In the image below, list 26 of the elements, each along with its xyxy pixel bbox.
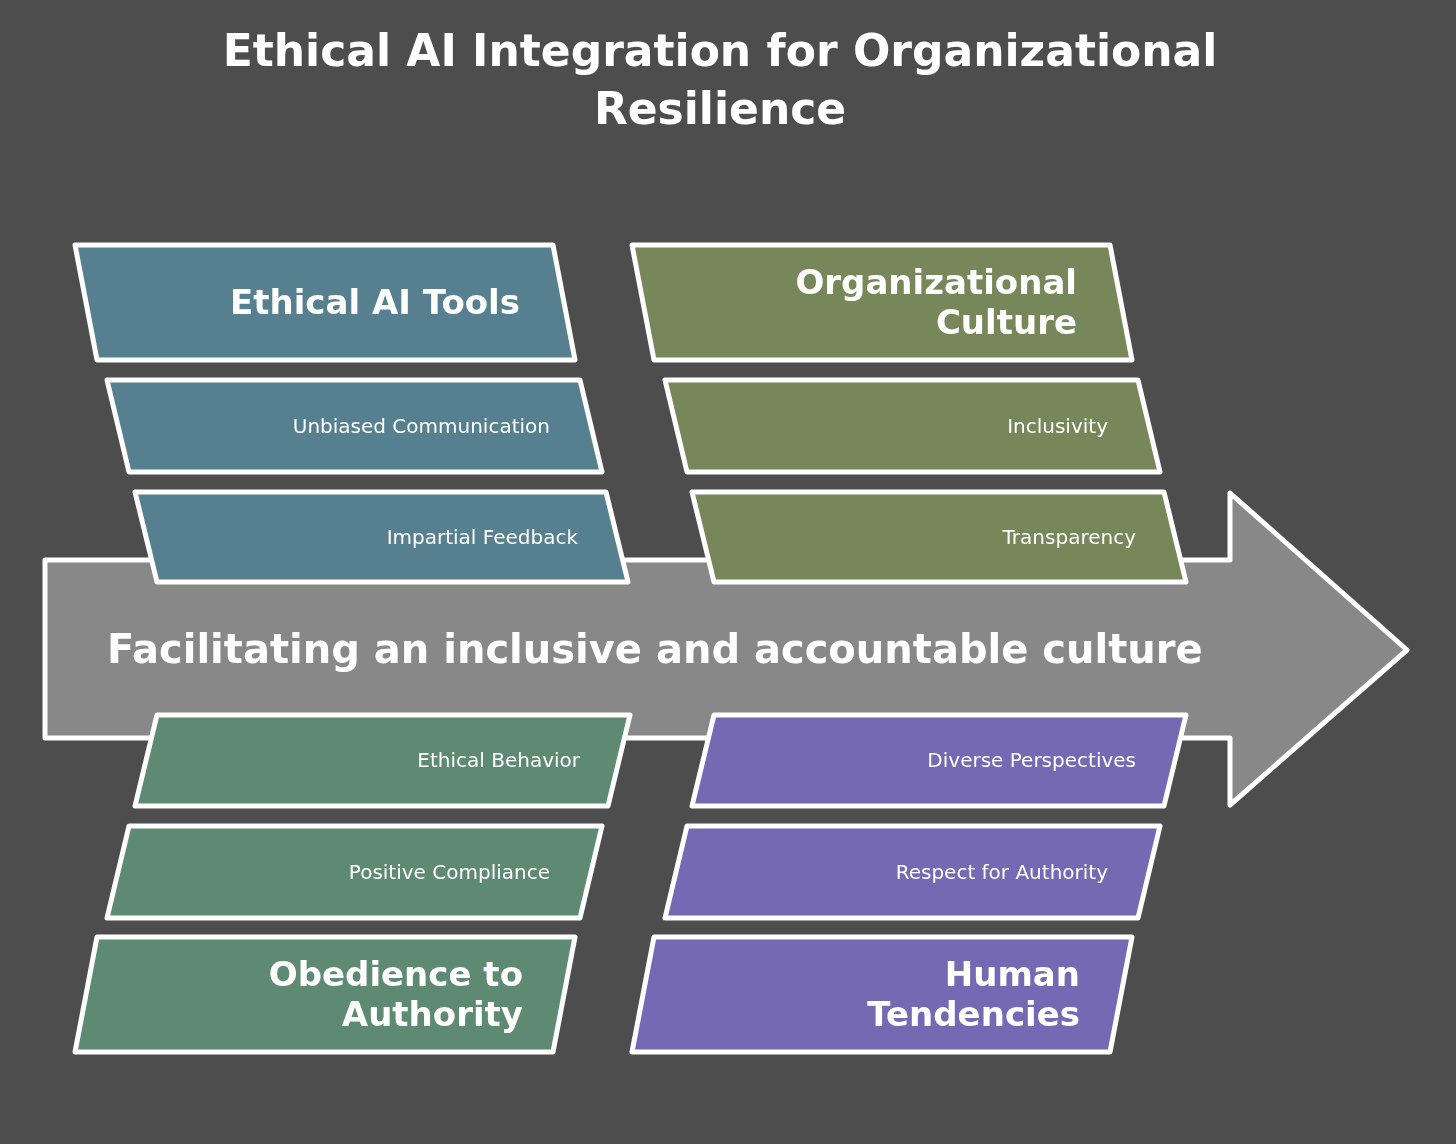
box-label: Human Tendencies — [866, 955, 1080, 1034]
parallelogram-box — [107, 826, 602, 918]
box-label: Impartial Feedback — [386, 525, 578, 549]
box-label: Organizational Culture — [794, 263, 1077, 342]
box-label: Transparency — [1002, 525, 1136, 549]
parallelogram-box — [692, 492, 1186, 582]
parallelogram-box — [632, 245, 1132, 360]
parallelogram-box — [135, 715, 630, 806]
parallelogram-box — [107, 380, 602, 472]
box-label: Unbiased Communication — [292, 414, 550, 438]
parallelogram-box — [665, 826, 1160, 918]
parallelogram-box — [665, 380, 1160, 472]
box-label: Positive Compliance — [348, 860, 550, 884]
parallelogram-box — [75, 937, 575, 1052]
parallelogram-box — [632, 937, 1132, 1052]
box-label: Obedience to Authority — [267, 955, 523, 1034]
parallelogram-box — [135, 492, 628, 582]
box-label: Facilitating an inclusive and accountable culture — [107, 626, 1203, 672]
box-label: Inclusivity — [1007, 414, 1108, 438]
box-label: Ethical Behavior — [417, 749, 580, 772]
parallelogram-box — [692, 715, 1186, 806]
parallelogram-box — [75, 245, 575, 360]
box-label: Diverse Perspectives — [927, 749, 1136, 772]
box-label: Ethical AI Tools — [230, 282, 520, 323]
box-label: Respect for Authority — [895, 860, 1108, 884]
diagram-title: Ethical AI Integration for Organizational Resilience — [221, 24, 1219, 136]
